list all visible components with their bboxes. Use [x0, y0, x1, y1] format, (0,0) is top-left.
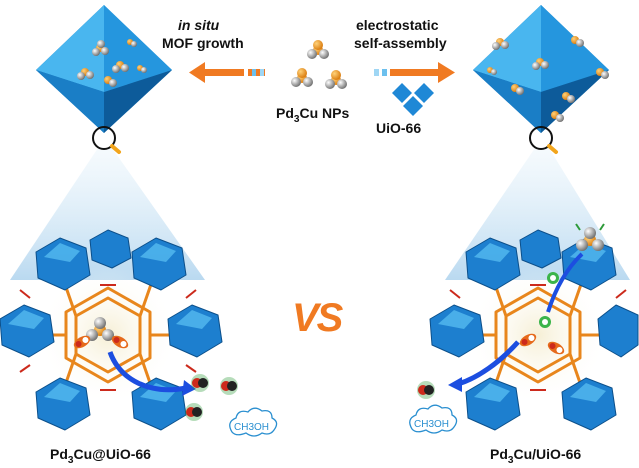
- supported-catalyst-title: Pd3Cu/UiO-66: [490, 446, 582, 466]
- right-product-molecules: [417, 381, 435, 399]
- in-situ-label: in situ: [178, 17, 220, 33]
- left-magnifier-icon: [92, 126, 121, 154]
- right-methanol-label: CH3OH: [414, 419, 450, 430]
- left-product-molecules: [185, 374, 238, 421]
- pd3cu-nanoparticles-illustration: [291, 40, 347, 89]
- uio66-label: UiO-66: [376, 120, 422, 136]
- uio66-crystals-illustration: [392, 83, 434, 116]
- left-octahedron-nanoparticles: [77, 39, 147, 87]
- left-octahedron-crystal: [36, 5, 172, 133]
- right-mof-framework: [429, 223, 639, 431]
- versus-label: VS: [292, 296, 343, 340]
- right-octahedron-nanoparticles: [487, 36, 609, 122]
- right-magnifier-icon: [529, 126, 558, 154]
- self-assembly-arrow: [374, 62, 455, 83]
- left-methanol-label: CH3OH: [234, 422, 270, 433]
- mof-growth-label: MOF growth: [162, 35, 244, 51]
- right-methanol-cloud: [409, 404, 458, 434]
- right-octahedron-crystal: [473, 5, 609, 133]
- encapsulated-catalyst-title: Pd3Cu@UiO-66: [50, 446, 151, 466]
- self-assembly-label: self-assembly: [354, 35, 447, 51]
- electrostatic-label: electrostatic: [356, 17, 439, 33]
- left-methanol-cloud: [229, 407, 278, 437]
- left-mof-framework: [0, 229, 223, 431]
- pd3cu-nps-label: Pd3Cu NPs: [276, 105, 350, 125]
- in-situ-growth-arrow: [189, 62, 265, 83]
